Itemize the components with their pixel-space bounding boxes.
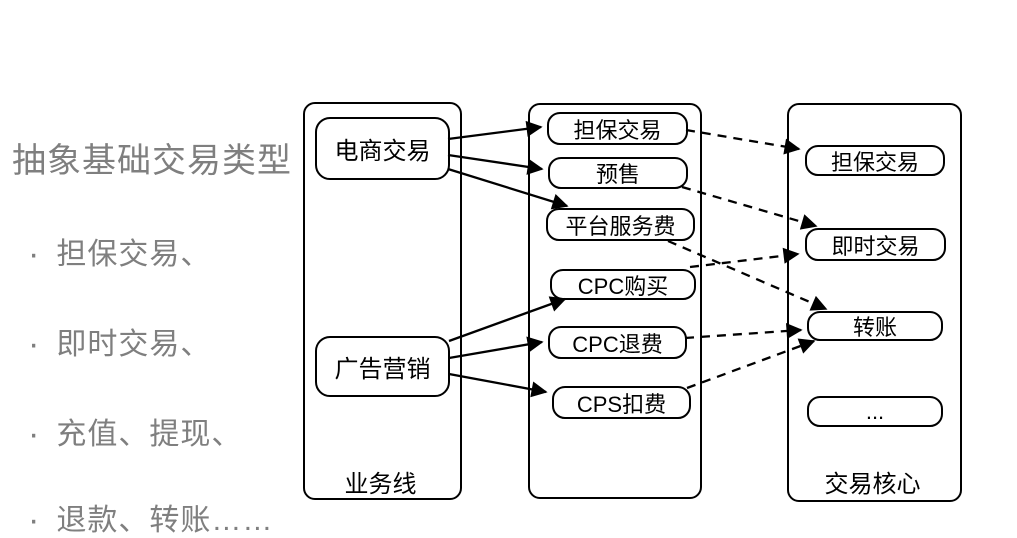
node-transfer: 转账 [807,311,943,341]
node-ellipsis: ... [807,396,943,427]
edge-cpc_buy-to-right_instant [689,247,800,269]
node-right-secured-trade: 担保交易 [805,145,945,176]
bullet-item-refund-transfer: · 退款、转账…… [28,501,274,538]
node-presale: 预售 [548,157,688,189]
node-ecommerce-trade: 电商交易 [315,117,450,180]
bullet-dot: · [28,501,41,538]
bullet-item-instant: · 即时交易、 [28,325,212,363]
bullet-dot: · [28,325,41,363]
node-cpc-refund: CPC退费 [548,326,687,359]
bullet-dot: · [28,415,41,453]
bullet-item-recharge-withdraw: · 充值、提现、 [28,415,243,453]
node-mid-secured-trade: 担保交易 [547,112,688,145]
edge-cpc_refund-to-right_transfer [684,322,803,340]
bullet-text: 担保交易、 [56,238,212,272]
node-ad-marketing: 广告营销 [315,336,450,397]
node-instant-trade: 即时交易 [805,228,946,261]
node-platform-service-fee: 平台服务费 [546,208,695,241]
bullet-text: 充值、提现、 [56,418,243,452]
node-cpc-buy: CPC购买 [550,269,696,300]
business-line-label: 业务线 [344,471,417,498]
bullet-text: 退款、转账…… [56,504,274,538]
bullet-text: 即时交易、 [56,328,212,362]
page-title: 抽象基础交易类型 [12,142,292,180]
edge-mid_secured-to-right_secured [685,128,801,155]
trade-core-label: 交易核心 [824,471,921,498]
bullet-item-secured: · 担保交易、 [28,235,212,273]
bullet-dot: · [28,235,41,273]
node-cps-charge: CPS扣费 [552,386,691,419]
